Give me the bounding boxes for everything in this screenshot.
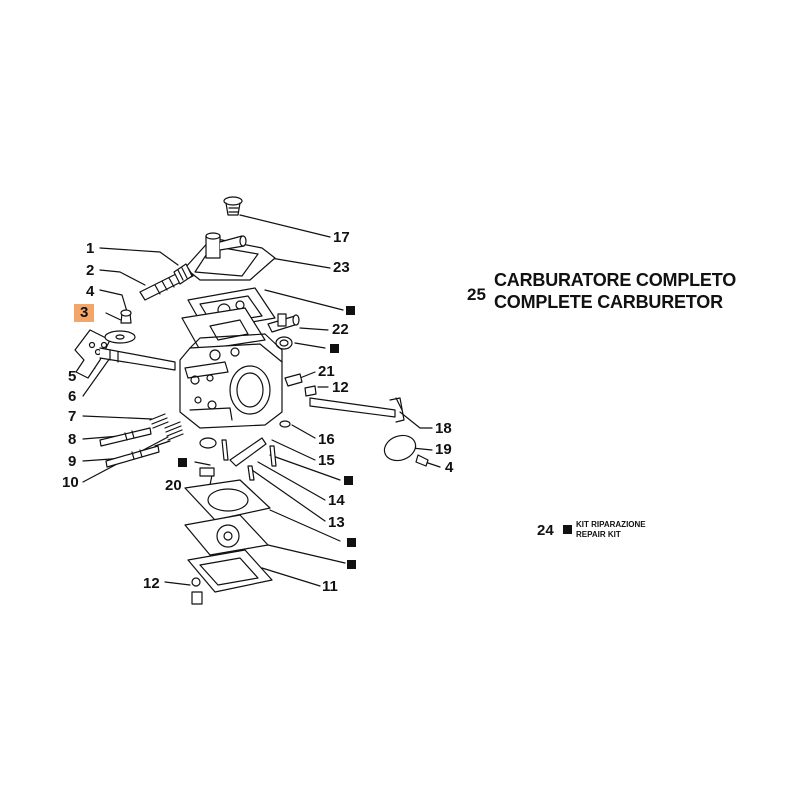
callout-4-right: 4	[445, 459, 454, 476]
callout-7: 7	[68, 408, 77, 425]
assembly-number: 25	[467, 285, 486, 304]
lever-5-drawing	[74, 309, 176, 379]
kit-marker-square	[563, 525, 572, 534]
callout-13: 13	[328, 514, 345, 531]
screw-2-drawing	[139, 263, 194, 301]
callout-1: 1	[86, 240, 95, 257]
callout-2: 2	[86, 262, 95, 279]
diaphragm-stack-drawing	[184, 479, 273, 605]
needles-springs-drawing	[99, 413, 184, 468]
kit-name-it: KIT RIPARAZIONE	[576, 520, 646, 529]
callout-20: 20	[165, 477, 182, 494]
callout-3-highlighted[interactable]: 3	[74, 304, 95, 322]
screw-17-drawing	[223, 196, 243, 216]
callout-5: 5	[68, 368, 77, 385]
callout-21: 21	[318, 363, 335, 380]
callout-22: 22	[332, 321, 349, 338]
callout-19: 19	[435, 441, 452, 458]
kit-marker-square	[347, 538, 356, 547]
kit-name-en: REPAIR KIT	[576, 530, 621, 539]
callout-9: 9	[68, 453, 77, 470]
carburetor-body-drawing	[179, 333, 283, 429]
callout-16: 16	[318, 431, 335, 448]
callout-23: 23	[333, 259, 350, 276]
small-parts-drawing	[199, 437, 277, 481]
assembly-name-it: CARBURATORE COMPLETO	[494, 270, 737, 290]
callout-18: 18	[435, 420, 452, 437]
callout-17: 17	[333, 229, 350, 246]
leader-lines	[82, 214, 441, 587]
kit-number: 24	[537, 522, 554, 539]
callout-14: 14	[328, 492, 345, 509]
throttle-shaft-drawing	[279, 373, 429, 467]
cover-23-drawing	[184, 232, 276, 281]
callout-8: 8	[68, 431, 77, 448]
kit-marker-square	[346, 306, 355, 315]
callout-12-right: 12	[332, 379, 349, 396]
kit-marker-square	[330, 344, 339, 353]
gasket-drawings	[181, 287, 276, 351]
callout-4-top: 4	[86, 283, 95, 300]
fitting-22-drawing	[267, 313, 300, 350]
callout-12-bottom: 12	[143, 575, 160, 592]
callout-15: 15	[318, 452, 335, 469]
kit-marker-square	[344, 476, 353, 485]
callout-10: 10	[62, 474, 79, 491]
callout-11: 11	[322, 578, 338, 595]
kit-marker-square	[347, 560, 356, 569]
callout-6: 6	[68, 388, 77, 405]
kit-marker-square	[178, 458, 187, 467]
assembly-name-en: COMPLETE CARBURETOR	[494, 292, 723, 312]
